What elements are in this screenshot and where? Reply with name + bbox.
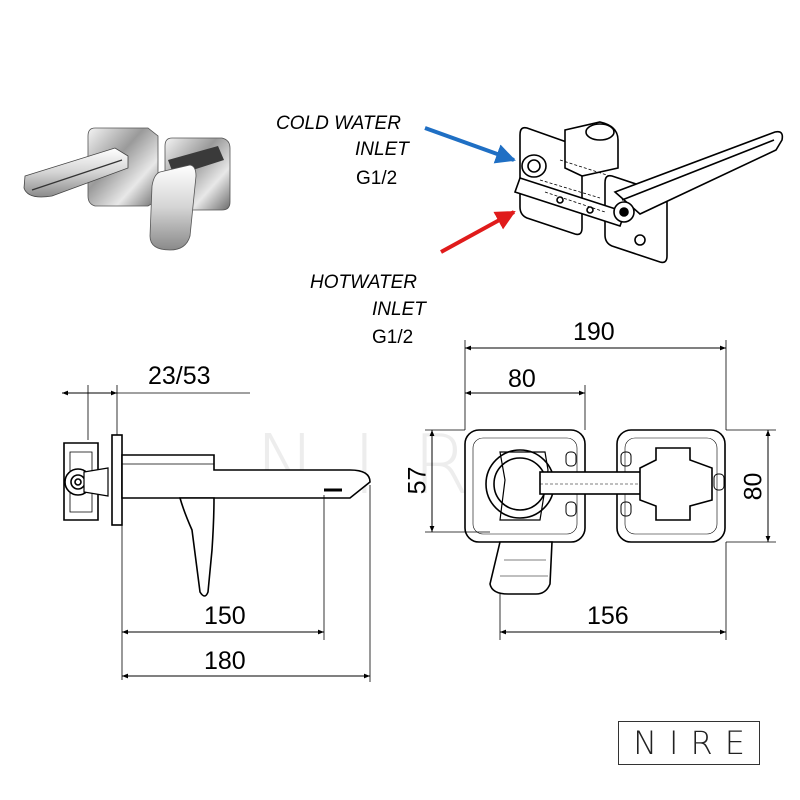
body-line-drawing [513, 121, 784, 264]
product-render [23, 127, 231, 251]
dimension-total-projection: 180 [204, 647, 246, 675]
hot-inlet-label-line2: INLET [372, 299, 426, 320]
dimension-plate-height: 80 [739, 472, 768, 501]
cold-inlet-thread: G1/2 [356, 168, 398, 189]
dimension-spout-height: 57 [403, 466, 432, 495]
cold-inlet-arrow [424, 126, 516, 164]
hot-inlet-label-line1: HOTWATER [310, 272, 417, 293]
dimension-plate-width: 80 [508, 365, 536, 393]
brand-logo: NIRE [618, 721, 760, 765]
hot-inlet-thread: G1/2 [372, 327, 414, 348]
dimension-offset: 23/53 [148, 362, 211, 390]
cold-inlet-label-line1: COLD WATER [276, 113, 401, 134]
brand-logo-text: NIRE [633, 724, 757, 762]
cold-inlet-label-line2: INLET [355, 139, 409, 160]
dimension-spout-span: 156 [587, 602, 629, 630]
hot-inlet-arrow [440, 210, 516, 254]
front-view [425, 340, 776, 640]
dimension-total-width: 190 [573, 318, 615, 346]
dimension-spout-projection: 150 [204, 602, 246, 630]
side-view [62, 385, 371, 682]
